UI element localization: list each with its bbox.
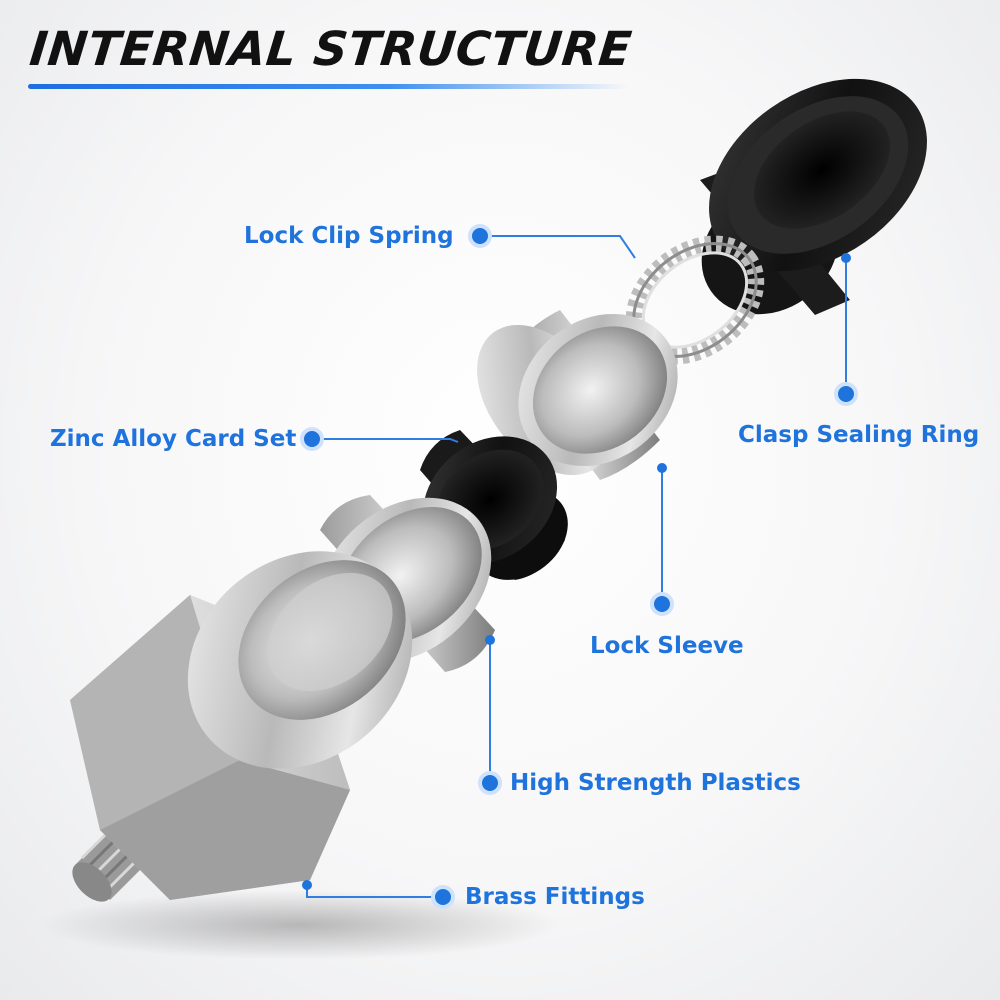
brass-fittings-part [70, 551, 413, 902]
marker-zinc-alloy-card-set [300, 427, 324, 451]
marker-brass-fittings-top [302, 880, 312, 890]
markers [300, 224, 858, 909]
label-lock-clip-spring: Lock Clip Spring [244, 223, 454, 249]
marker-clasp-sealing-ring [834, 382, 858, 406]
label-clasp-sealing-ring: Clasp Sealing Ring [738, 422, 980, 448]
leader-lock-clip-spring [480, 235, 636, 259]
label-zinc-alloy-card-set: Zinc Alloy Card Set [50, 426, 297, 452]
leader-zinc-alloy-card-set [312, 438, 459, 443]
high-strength-plastics-part [318, 495, 495, 672]
marker-lock-sleeve-top [657, 463, 667, 473]
marker-high-strength-plastics [478, 771, 502, 795]
page-title: INTERNAL STRUCTURE [27, 22, 635, 77]
label-high-strength-plastics: High Strength Plastics [510, 770, 801, 796]
marker-high-strength-plastics-top [485, 635, 495, 645]
title-underline [28, 84, 628, 89]
marker-lock-clip-spring [468, 224, 492, 248]
marker-lock-sleeve [650, 592, 674, 616]
label-brass-fittings: Brass Fittings [465, 884, 645, 910]
leader-lines [306, 235, 847, 898]
clasp-sealing-ring-part [700, 78, 927, 315]
marker-brass-fittings [431, 885, 455, 909]
ground-shadow [40, 890, 560, 960]
marker-clasp-sealing-ring-top [841, 253, 851, 263]
label-lock-sleeve: Lock Sleeve [590, 633, 744, 659]
